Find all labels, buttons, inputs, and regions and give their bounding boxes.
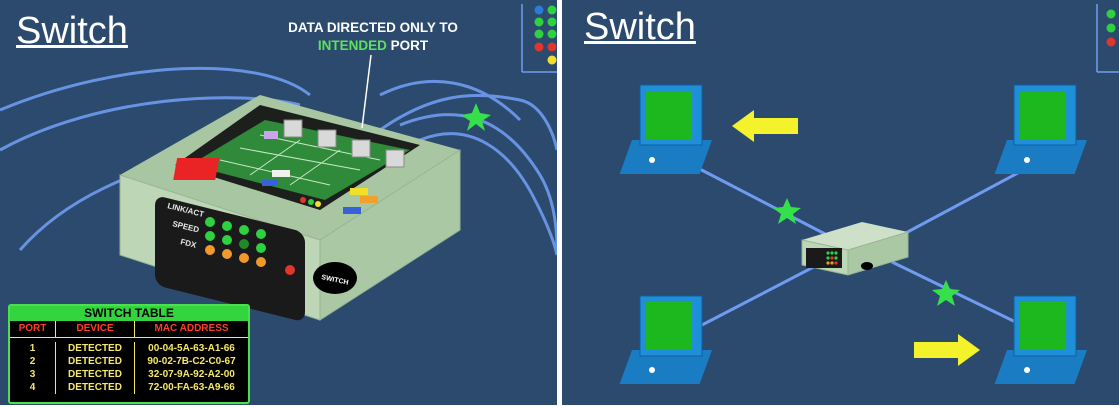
indicator-light: [547, 55, 557, 65]
computer-bottom-left: [619, 295, 712, 384]
table-header: PORT DEVICE MAC ADDRESS: [10, 321, 248, 338]
row-device: DETECTED: [56, 355, 135, 368]
header-device: DEVICE: [56, 321, 135, 337]
port-leds: [205, 217, 295, 275]
switch-table-title: SWITCH TABLE: [10, 306, 248, 321]
indicator-lights: [1106, 9, 1116, 47]
left-panel: LINK/ACT SPEED FDX SWITCH Switch DATA DI…: [0, 0, 557, 405]
arrow-left-icon: [732, 110, 798, 142]
packet-star: [932, 280, 960, 306]
indicator-light: [547, 17, 557, 27]
indicator-light: [547, 29, 557, 39]
table-row: 2 DETECTED 90-02-7B-C2-C0-67: [10, 355, 248, 368]
packet-star: [773, 198, 801, 224]
indicator-light: [534, 29, 544, 39]
row-port: 4: [10, 381, 56, 394]
table-row: 1 DETECTED 00-04-5A-63-A1-66: [10, 342, 248, 355]
row-device: DETECTED: [56, 342, 135, 355]
arrow-right-icon: [914, 334, 980, 366]
callout-text: DATA DIRECTED ONLY TO INTENDED PORT: [268, 19, 478, 55]
indicator-light: [534, 17, 544, 27]
row-mac: 32-07-9A-92-A2-00: [148, 369, 235, 380]
callout-pointer: [361, 54, 372, 129]
header-port: PORT: [10, 321, 56, 337]
switch-device: [119, 95, 461, 321]
page-title: Switch: [584, 6, 696, 48]
callout-highlight: INTENDED: [317, 38, 387, 53]
row-port: 2: [10, 355, 56, 368]
packet-star: [461, 103, 491, 131]
left-illustration: LINK/ACT SPEED FDX SWITCH: [0, 4, 557, 321]
computer-top-left: [619, 84, 712, 174]
computer-bottom-right: [994, 295, 1087, 384]
computer-top-right: [994, 84, 1087, 174]
row-mac: 72-00-FA-63-A9-66: [148, 382, 235, 393]
fdx-label: FDX: [180, 237, 198, 250]
indicator-light: [534, 42, 544, 52]
callout-line1: DATA DIRECTED ONLY TO: [288, 20, 458, 35]
switch-table: SWITCH TABLE PORT DEVICE MAC ADDRESS 1 D…: [8, 304, 250, 404]
row-port: 1: [10, 342, 56, 355]
table-row: 4 DETECTED 72-00-FA-63-A9-66: [10, 381, 248, 394]
row-device: DETECTED: [56, 381, 135, 394]
indicator-light: [547, 42, 557, 52]
right-panel: Switch: [562, 0, 1119, 405]
row-port: 3: [10, 368, 56, 381]
indicator-light: [534, 5, 544, 15]
indicator-lights: [534, 5, 557, 65]
indicator-light: [1106, 37, 1116, 47]
indicator-light: [547, 5, 557, 15]
indicator-light: [1106, 23, 1116, 33]
table-row: 3 DETECTED 32-07-9A-92-A2-00: [10, 368, 248, 381]
callout-rest: PORT: [386, 38, 429, 53]
row-mac: 00-04-5A-63-A1-66: [148, 343, 235, 354]
row-device: DETECTED: [56, 368, 135, 381]
row-mac: 90-02-7B-C2-C0-67: [147, 356, 236, 367]
page-title: Switch: [16, 10, 128, 52]
header-mac: MAC ADDRESS: [154, 323, 229, 334]
right-illustration: [619, 4, 1119, 384]
switch-device: [801, 222, 909, 276]
indicator-light: [1106, 9, 1116, 19]
